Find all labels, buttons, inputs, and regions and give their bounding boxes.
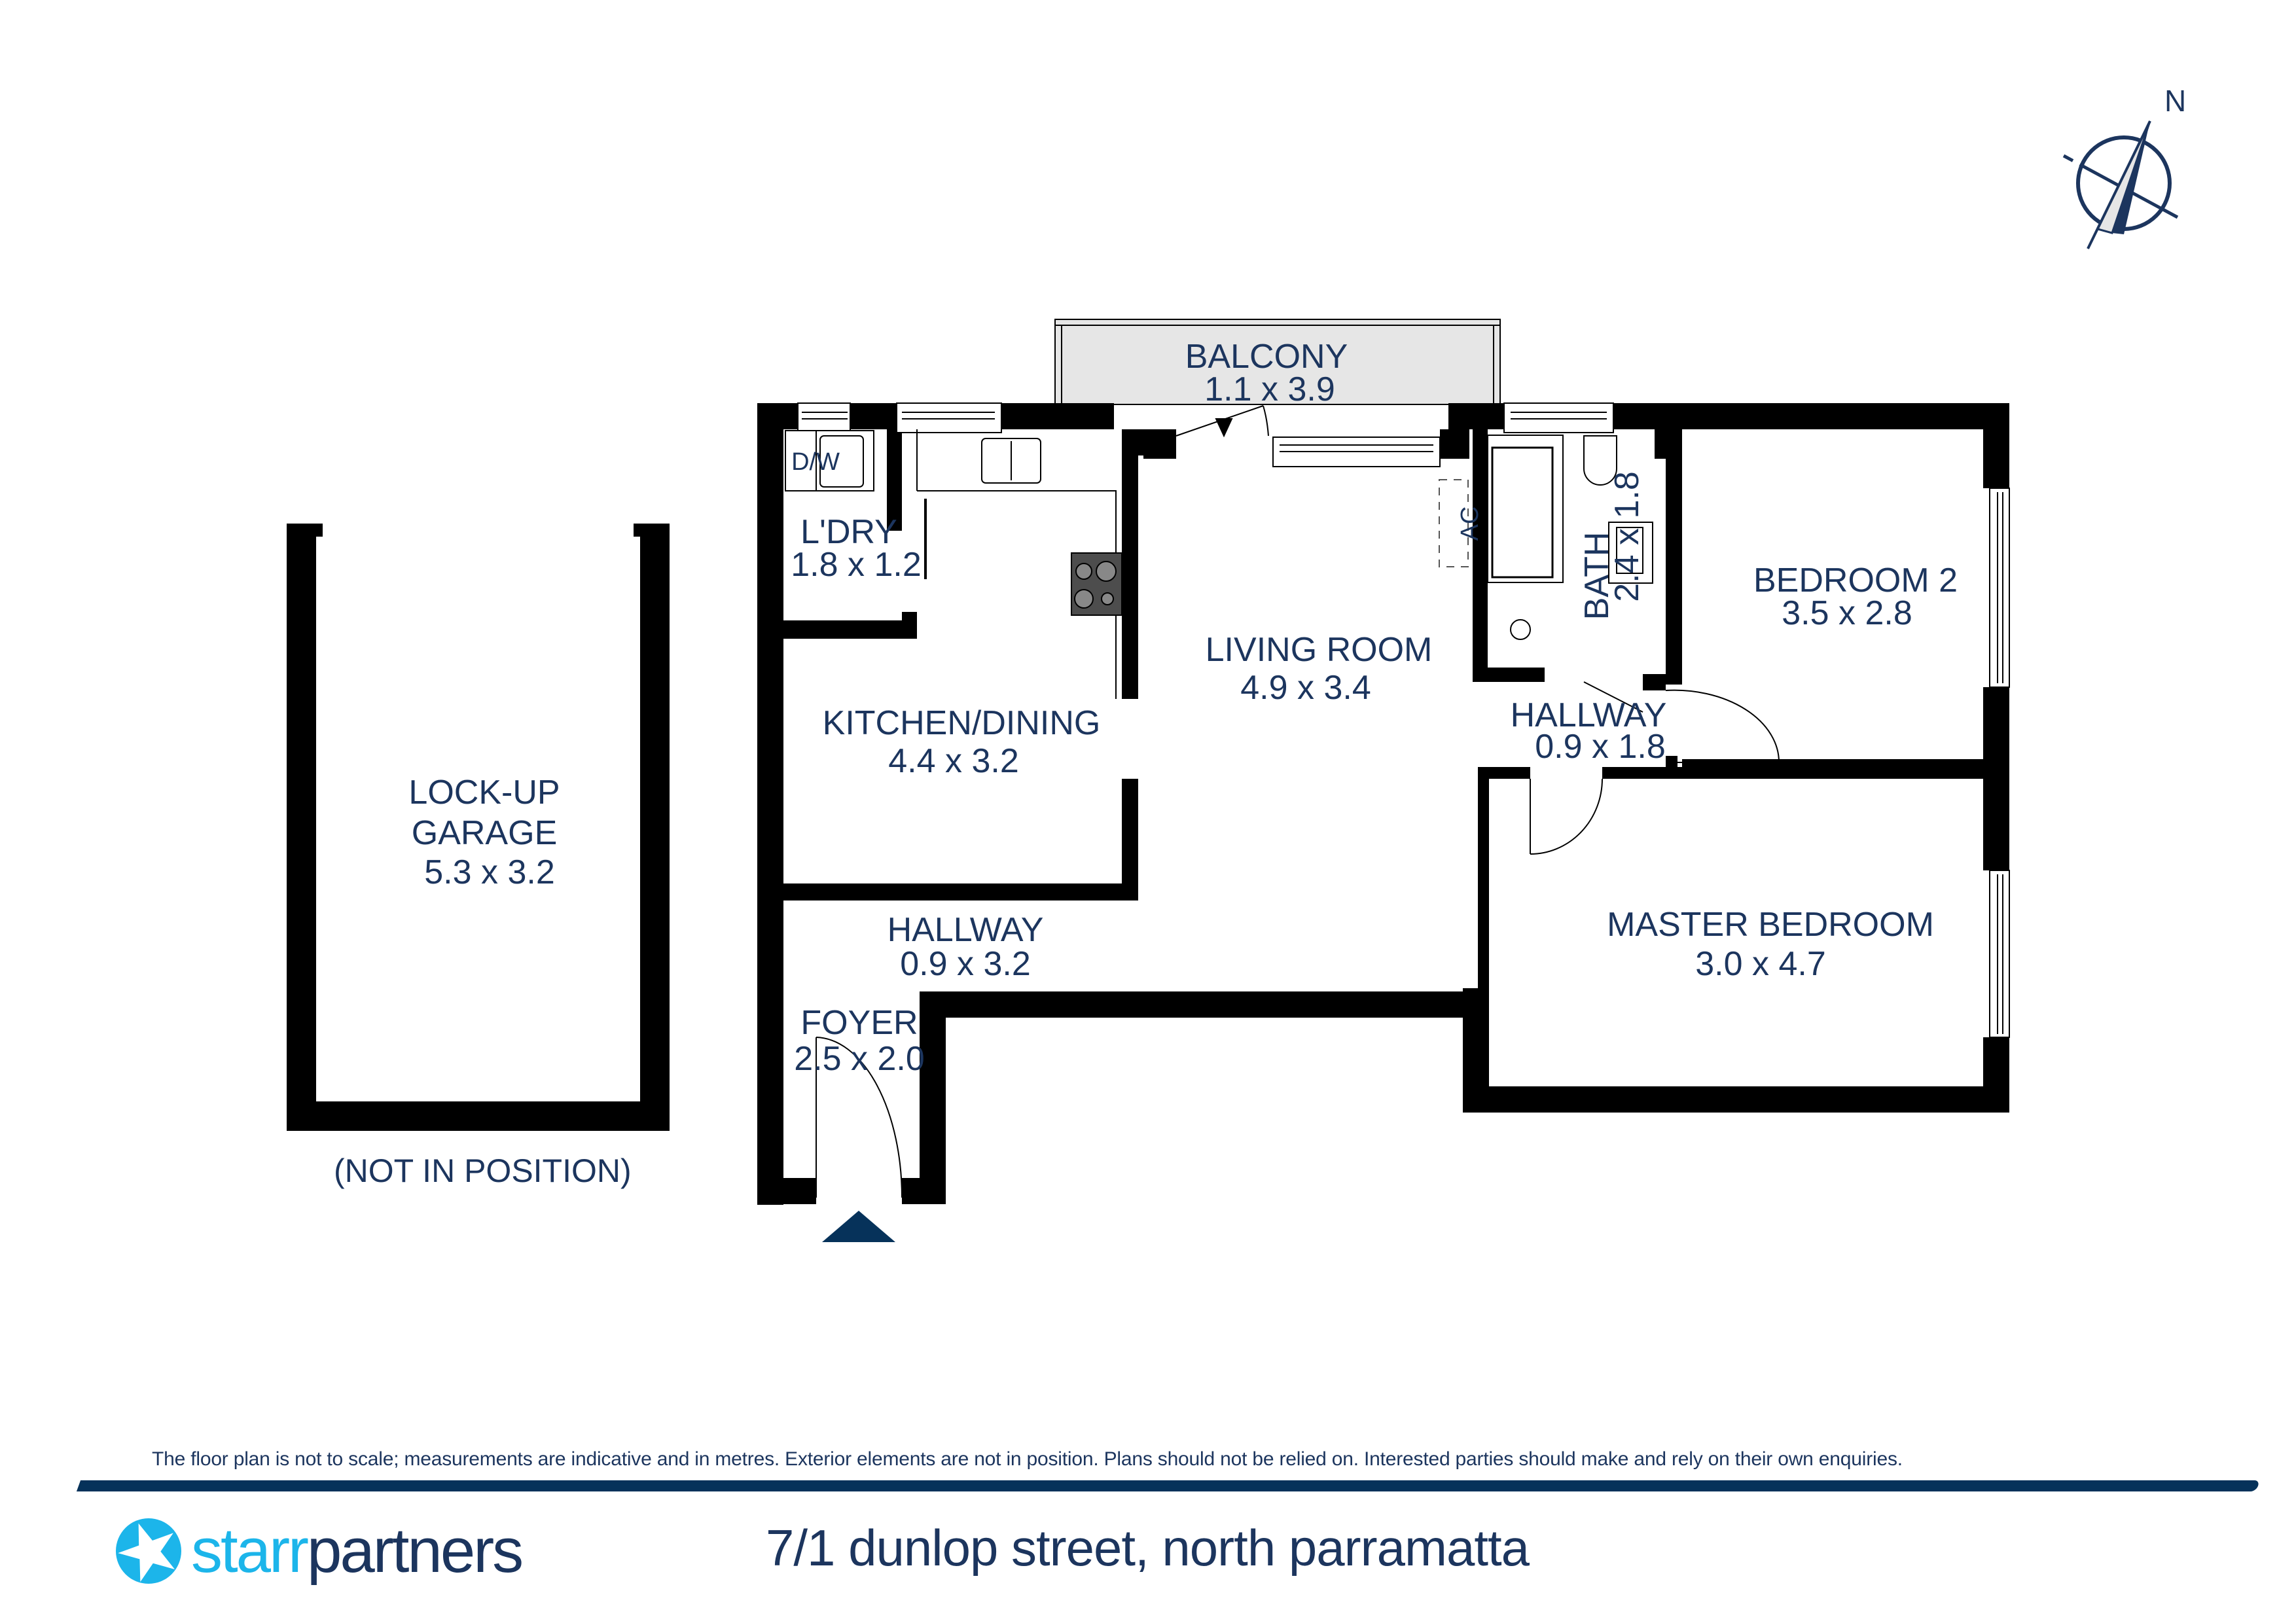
balcony [1054,319,1501,405]
hallway-west-dims: 0.9 x 3.2 [900,945,1030,983]
ac-unit-outline [1439,479,1469,567]
laundry-dims: 1.8 x 1.2 [791,546,921,584]
doors [816,405,1780,1204]
vanity-icon [1510,619,1531,640]
kitchen-dining-name: KITCHEN/DINING [823,704,1101,742]
laundry-sink-icon [819,435,864,488]
garage-position-note: (NOT IN POSITION) [334,1152,632,1189]
bathtub-icon [1491,446,1554,579]
laundry-name: L'DRY [800,513,897,551]
entry-arrow-icon [822,1211,895,1242]
dishwasher-label: D/W [791,448,840,476]
bath-name: BATH [1578,532,1616,620]
garage-dims: 5.3 x 3.2 [424,853,554,891]
garage-name-line2: GARAGE [412,814,558,852]
hallway-east-dims: 0.9 x 1.8 [1535,728,1665,766]
room-labels: BALCONY 1.1 x 3.9 D/W L'DRY 1.8 x 1.2 KI… [408,338,1958,1078]
windows [797,402,2010,1038]
brand-name-starr: starr [191,1516,309,1586]
garage-name-line1: LOCK-UP [408,774,560,812]
balcony-dims: 1.1 x 3.9 [1204,370,1335,408]
living-room-dims: 4.9 x 3.4 [1240,669,1371,707]
bath-fixtures [1487,435,1653,640]
hallway-east-name: HALLWAY [1511,696,1667,734]
master-bedroom-dims: 3.0 x 4.7 [1695,945,1825,983]
walls [757,403,2009,1205]
master-bedroom-name: MASTER BEDROOM [1607,906,1934,944]
hallway-west-name: HALLWAY [888,911,1044,949]
compass-north-label: N [2164,84,2186,118]
disclaimer-text: The floor plan is not to scale; measurem… [152,1448,1903,1470]
bath-dims: 2.4 x 1.8 [1608,471,1646,601]
ac-label: AC [1456,507,1484,541]
brand-name-partners: partners [307,1516,524,1586]
kitchen-dining-dims: 4.4 x 3.2 [888,742,1018,780]
foyer-name: FOYER [800,1004,918,1042]
bedroom-2-name: BEDROOM 2 [1753,562,1958,599]
star-logo-icon [116,1518,181,1584]
toilet-icon [1583,435,1617,486]
kitchen-fixtures [785,429,1122,699]
north-compass-icon: N [2062,84,2186,249]
living-room-name: LIVING ROOM [1206,631,1433,669]
footer-divider [76,1480,2261,1491]
foyer-dims: 2.5 x 2.0 [794,1040,924,1078]
bedroom-2-dims: 3.5 x 2.8 [1782,594,1912,632]
property-address: 7/1 dunlop street, north parramatta [766,1519,1530,1577]
garage-walls [287,524,670,1131]
balcony-name: BALCONY [1185,338,1348,376]
